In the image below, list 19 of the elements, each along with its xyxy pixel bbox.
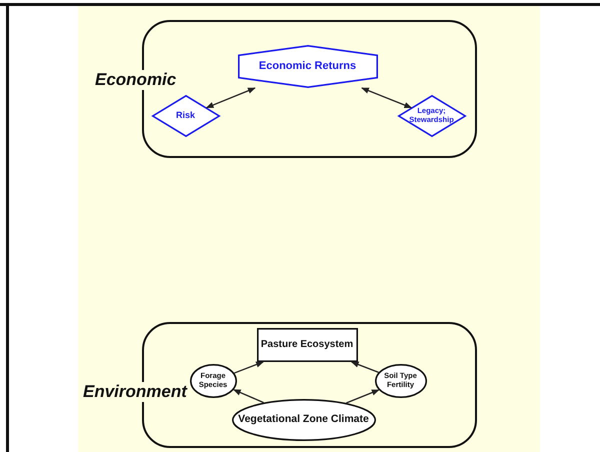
node-label: Risk	[174, 110, 196, 121]
decision-diamond	[152, 94, 220, 136]
group-heading: Economic	[94, 70, 178, 90]
arrow	[346, 389, 380, 404]
decision-diamond	[398, 94, 466, 136]
node-label: Economic Returns	[258, 60, 358, 72]
ellipse-node	[374, 364, 426, 398]
node-label: Vegetational Zone Climate	[237, 413, 370, 426]
arrow	[234, 361, 264, 374]
group-heading: Environment	[82, 382, 188, 402]
process-box	[256, 328, 358, 362]
arrow	[206, 87, 256, 108]
arrow	[232, 389, 264, 404]
ellipse-node	[232, 398, 376, 440]
arrow	[350, 361, 379, 373]
hexagon-node	[238, 44, 378, 88]
arrow	[361, 87, 412, 108]
node-label: Pasture Ecosystem	[260, 338, 354, 350]
ellipse-node	[190, 364, 236, 398]
